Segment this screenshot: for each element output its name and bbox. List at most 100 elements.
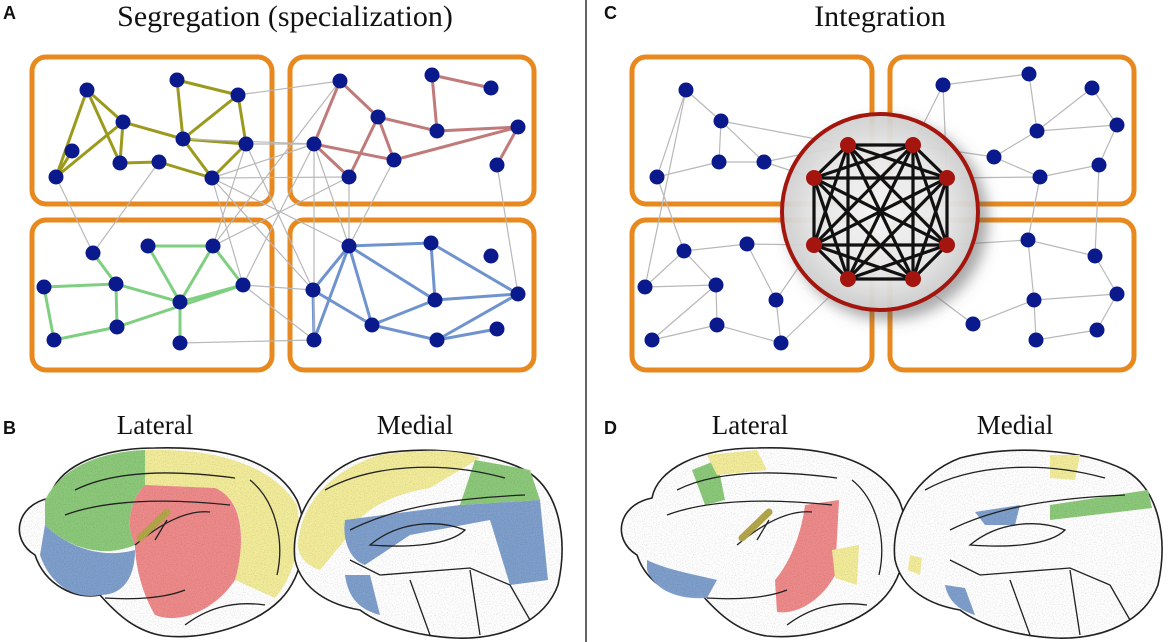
network-node: [1028, 332, 1044, 348]
label-medial-b: Medial: [376, 410, 454, 440]
module-edge-olive: [121, 120, 185, 141]
brain-medial-B: [293, 449, 563, 639]
network-node: [676, 243, 692, 259]
network-node: [169, 72, 185, 88]
module-edge-olive: [181, 93, 240, 141]
hub-node: [840, 137, 856, 153]
network-node: [332, 73, 348, 89]
network-edge: [1036, 87, 1093, 132]
hub-edge: [911, 177, 949, 280]
segregation-network: [29, 54, 537, 373]
network-edge: [1094, 164, 1100, 257]
network-node: [708, 277, 724, 293]
cross-module-edge: [242, 284, 314, 291]
module-edge-blue: [429, 241, 437, 302]
panel-letter-b: B: [3, 418, 16, 438]
network-edge: [716, 324, 782, 344]
network-edge: [1027, 239, 1096, 257]
network-edges: [42, 73, 520, 345]
cross-module-edge: [211, 143, 315, 179]
module-edge-blue: [433, 292, 520, 302]
network-nodes: [637, 66, 1125, 351]
network-node: [370, 109, 386, 125]
module-edge-olive: [157, 160, 214, 180]
network-node: [637, 279, 653, 295]
network-edge: [1027, 239, 1035, 301]
stipple-texture: [19, 447, 304, 637]
network-edge: [1036, 124, 1118, 132]
network-node: [423, 235, 439, 251]
cross-module-edge: [211, 177, 314, 291]
network-node: [427, 292, 443, 308]
network-edge: [972, 299, 1035, 325]
network-node: [205, 238, 221, 254]
cross-module-edge: [496, 164, 519, 295]
panel-letter-c: C: [604, 3, 617, 23]
network-node: [235, 277, 251, 293]
module-edge-rose: [347, 115, 380, 179]
cross-module-edge: [242, 284, 315, 341]
network-node: [172, 335, 188, 351]
network-edge: [1039, 164, 1100, 178]
cross-module-edge: [212, 143, 247, 247]
cross-module-edge: [313, 143, 350, 247]
module-edge-olive: [54, 88, 89, 179]
network-edge: [720, 120, 765, 163]
network-edge: [685, 89, 722, 122]
hub-edge: [813, 143, 914, 180]
network-node: [1032, 169, 1048, 185]
brain-lateral-D: [620, 446, 907, 638]
hub-nodes: [806, 137, 955, 287]
hub-node: [840, 271, 856, 287]
network-node: [429, 123, 445, 139]
network-node: [364, 317, 380, 333]
module-box-top-right: [287, 54, 537, 207]
network-node: [172, 294, 188, 310]
module-box-bottom-right: [287, 217, 537, 373]
module-edge-blue: [311, 244, 351, 292]
network-node: [140, 238, 156, 254]
network-node: [489, 321, 505, 337]
module-edge-rose: [312, 79, 342, 146]
module-edge-rose: [338, 79, 380, 119]
module-edge-blue: [312, 244, 351, 342]
network-node: [649, 169, 665, 185]
network-edge: [656, 161, 720, 178]
module-edge-rose: [376, 115, 396, 162]
network-edge: [1027, 176, 1041, 241]
cross-module-edge: [55, 176, 94, 254]
network-node: [935, 77, 951, 93]
network-node: [230, 87, 246, 103]
module-edge-blue: [429, 241, 520, 296]
module-edge-blue: [311, 288, 374, 327]
hub-edge: [812, 177, 850, 280]
network-node: [1026, 292, 1042, 308]
brain-lateral-B: [18, 446, 305, 638]
module-edge-green: [211, 244, 245, 287]
network-node: [739, 236, 755, 252]
module-edge-green: [42, 282, 118, 289]
module-edge-green: [52, 325, 119, 342]
network-node: [48, 169, 64, 185]
module-edge-blue: [347, 241, 433, 248]
module-edge-green: [114, 282, 182, 304]
label-lateral-d: Lateral: [711, 410, 789, 440]
module-edge-blue: [370, 323, 439, 342]
network-node: [756, 154, 772, 170]
label-medial-d: Medial: [976, 410, 1054, 440]
network-node: [1109, 286, 1125, 302]
network-node: [709, 317, 725, 333]
network-edge: [644, 89, 687, 288]
network-node: [1087, 248, 1103, 264]
module-edge-rose: [312, 142, 351, 179]
hub-node: [905, 271, 921, 287]
module-edge-olive: [181, 137, 214, 180]
module-edge-olive: [85, 88, 125, 124]
network-nodes: [36, 67, 526, 351]
network-node: [678, 82, 694, 98]
network-edge: [656, 176, 685, 252]
cross-module-edge: [212, 176, 350, 247]
module-edge-rose: [376, 115, 439, 133]
panel-letter-a: A: [3, 3, 16, 23]
cross-module-edge: [212, 80, 341, 247]
